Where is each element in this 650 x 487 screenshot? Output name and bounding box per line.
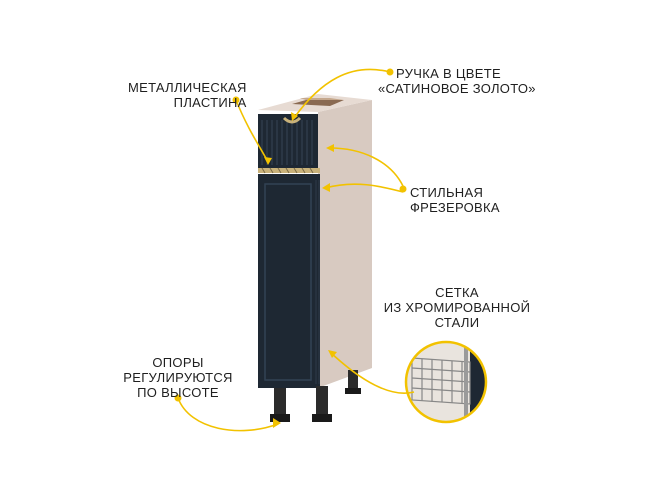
callout-handle: РУЧКА В ЦВЕТЕ «САТИНОВОЕ ЗОЛОТО»: [378, 66, 536, 96]
callout-mesh-line1: СЕТКА: [435, 285, 479, 300]
door-frame-milling: [264, 183, 312, 381]
callout-legs-line3: ПО ВЫСОТЕ: [137, 385, 219, 400]
callout-milling: СТИЛЬНАЯ ФРЕЗЕРОВКА: [410, 185, 500, 215]
callout-handle-line2: «САТИНОВОЕ ЗОЛОТО»: [378, 81, 536, 96]
door-side-grooves: [315, 180, 320, 384]
callout-metal-line1: МЕТАЛЛИЧЕСКАЯ: [128, 80, 247, 95]
callout-legs: ОПОРЫ РЕГУЛИРУЮТСЯ ПО ВЫСОТЕ: [113, 355, 243, 400]
cabinet-side-panel: [318, 100, 372, 388]
lower-door-facade: [258, 174, 320, 388]
leg-back: [348, 370, 358, 394]
metal-plate-strip: [258, 168, 320, 173]
mesh-detail-ring: [404, 340, 488, 424]
milling-grooves: [261, 120, 313, 165]
leg-front-right: [316, 386, 328, 422]
callout-metal-line2: ПЛАСТИНА: [173, 95, 247, 110]
callout-leaders: [177, 68, 415, 432]
callout-metal-plate: МЕТАЛЛИЧЕСКАЯ ПЛАСТИНА: [128, 80, 247, 110]
arrow-heads: [264, 112, 337, 428]
callout-mesh: СЕТКА ИЗ ХРОМИРОВАННОЙ СТАЛИ: [382, 285, 532, 330]
callout-milling-line2: ФРЕЗЕРОВКА: [410, 200, 500, 215]
callout-milling-line1: СТИЛЬНАЯ: [410, 185, 484, 200]
callout-legs-line1: ОПОРЫ: [152, 355, 204, 370]
callout-handle-line1: РУЧКА В ЦВЕТЕ: [396, 66, 501, 81]
handle-icon: [282, 116, 302, 124]
callout-legs-line2: РЕГУЛИРУЮТСЯ: [123, 370, 233, 385]
leg-front-left: [274, 388, 286, 422]
callout-mesh-line2: ИЗ ХРОМИРОВАННОЙ: [383, 300, 531, 315]
callout-dots: [174, 68, 407, 402]
callout-mesh-line3: СТАЛИ: [434, 315, 480, 330]
